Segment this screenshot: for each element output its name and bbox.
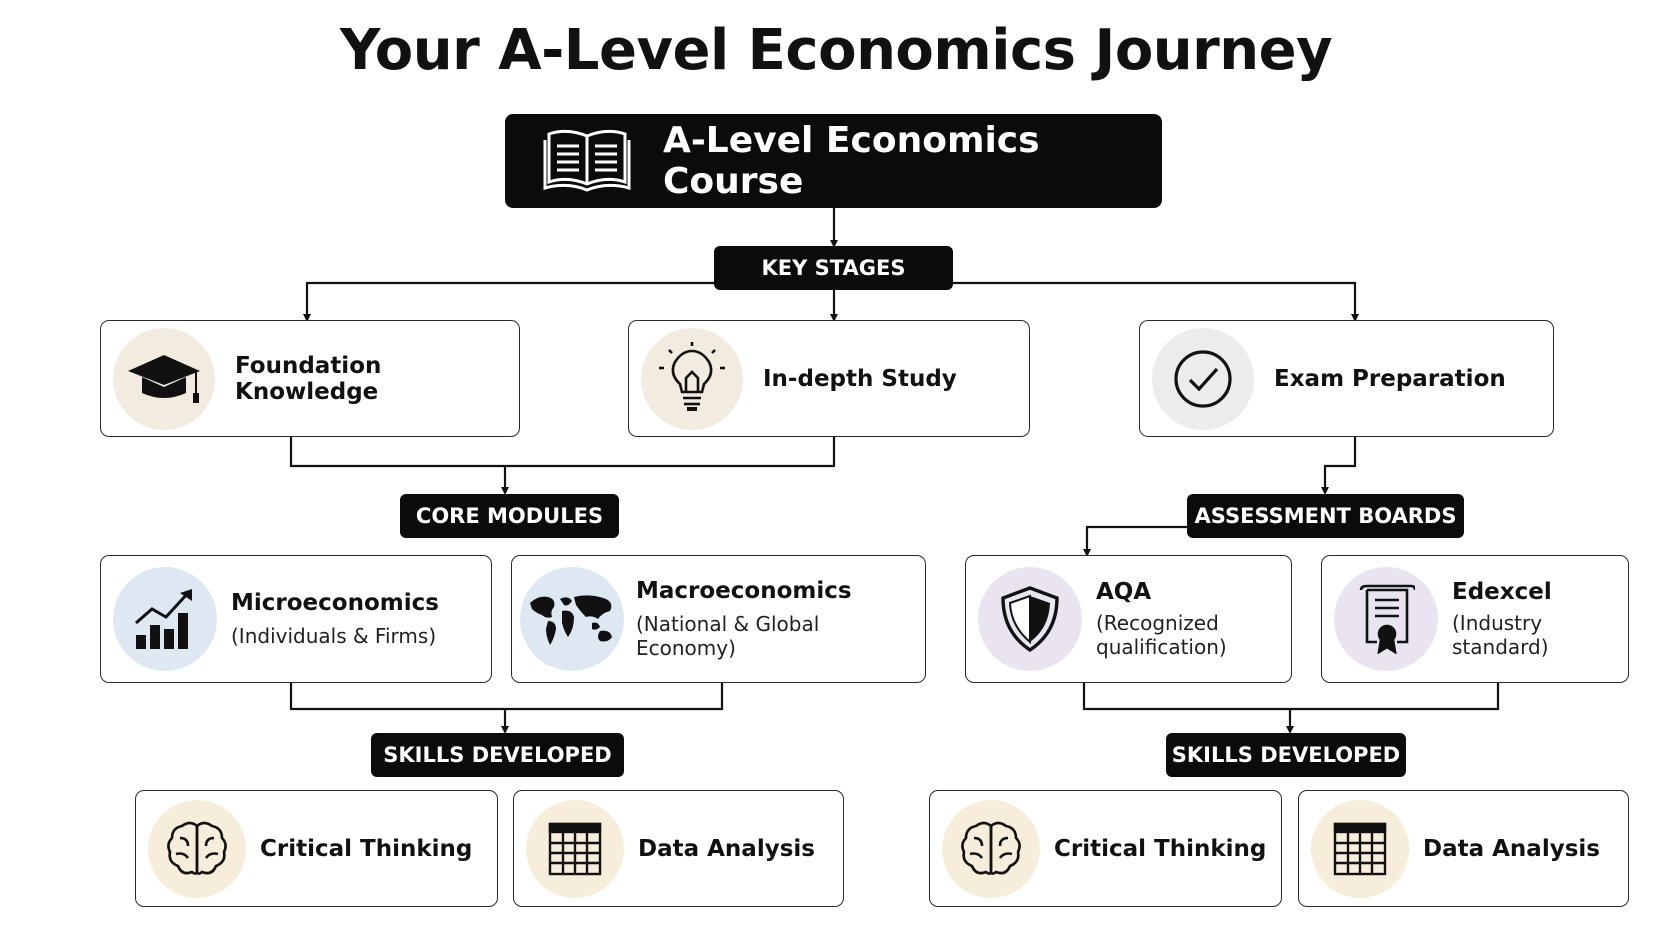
module-title: Macroeconomics: [636, 578, 852, 604]
module-subtitle: (National & Global Economy): [636, 612, 820, 660]
page-title: Your A-Level Economics Journey: [339, 18, 1333, 83]
board-card-edexcel: Edexcel (Industry standard): [1321, 555, 1629, 683]
lightbulb-icon: [641, 327, 743, 430]
brain-icon: [148, 799, 246, 898]
board-subtitle-line1: (Recognized: [1096, 611, 1219, 635]
skill-card-data-analysis-left: Data Analysis: [513, 790, 844, 907]
stage-label: Exam Preparation: [1274, 365, 1506, 392]
board-subtitle-line1: (Industry: [1452, 611, 1543, 635]
skills-developed-left-label: SKILLS DEVELOPED: [371, 733, 624, 777]
checkmark-icon: [1152, 327, 1254, 430]
spreadsheet-icon: [526, 799, 624, 898]
brain-icon: [942, 799, 1040, 898]
skill-label: Critical Thinking: [260, 835, 473, 862]
skill-card-critical-thinking-right: Critical Thinking: [929, 790, 1282, 907]
root-node: A-Level Economics Course: [505, 114, 1162, 208]
open-book-icon: [543, 126, 631, 196]
skill-label: Critical Thinking: [1054, 835, 1267, 862]
skill-card-critical-thinking-left: Critical Thinking: [135, 790, 498, 907]
board-title: Edexcel: [1452, 579, 1552, 605]
board-card-aqa: AQA (Recognized qualification): [965, 555, 1292, 683]
root-label: A-Level Economics Course: [663, 120, 1040, 202]
graduation-cap-icon: [113, 327, 215, 430]
module-card-micro: Microeconomics (Individuals & Firms): [100, 555, 492, 683]
module-subtitle: (Individuals & Firms): [231, 624, 437, 648]
spreadsheet-icon: [1311, 799, 1409, 898]
module-card-macro: Macroeconomics (National & Global Econom…: [511, 555, 926, 683]
stage-card-in-depth: In-depth Study: [628, 320, 1030, 437]
skill-card-data-analysis-right: Data Analysis: [1298, 790, 1629, 907]
core-modules-label: CORE MODULES: [400, 494, 619, 538]
skill-label: Data Analysis: [638, 835, 815, 862]
stage-card-exam-prep: Exam Preparation: [1139, 320, 1554, 437]
skill-label: Data Analysis: [1423, 835, 1600, 862]
skills-developed-right-label: SKILLS DEVELOPED: [1166, 733, 1406, 777]
world-map-icon: [520, 567, 624, 671]
module-title: Microeconomics: [231, 590, 439, 616]
shield-icon: [978, 567, 1082, 671]
certificate-icon: [1334, 567, 1438, 671]
stage-label: In-depth Study: [763, 365, 957, 392]
growth-chart-icon: [113, 567, 217, 671]
stage-label: Foundation Knowledge: [235, 352, 382, 405]
key-stages-label: KEY STAGES: [714, 246, 953, 290]
assessment-boards-label: ASSESSMENT BOARDS: [1187, 494, 1464, 538]
stage-card-foundation: Foundation Knowledge: [100, 320, 520, 437]
board-subtitle-line2: qualification): [1096, 635, 1227, 659]
board-title: AQA: [1096, 579, 1152, 605]
board-subtitle-line2: standard): [1452, 635, 1549, 659]
